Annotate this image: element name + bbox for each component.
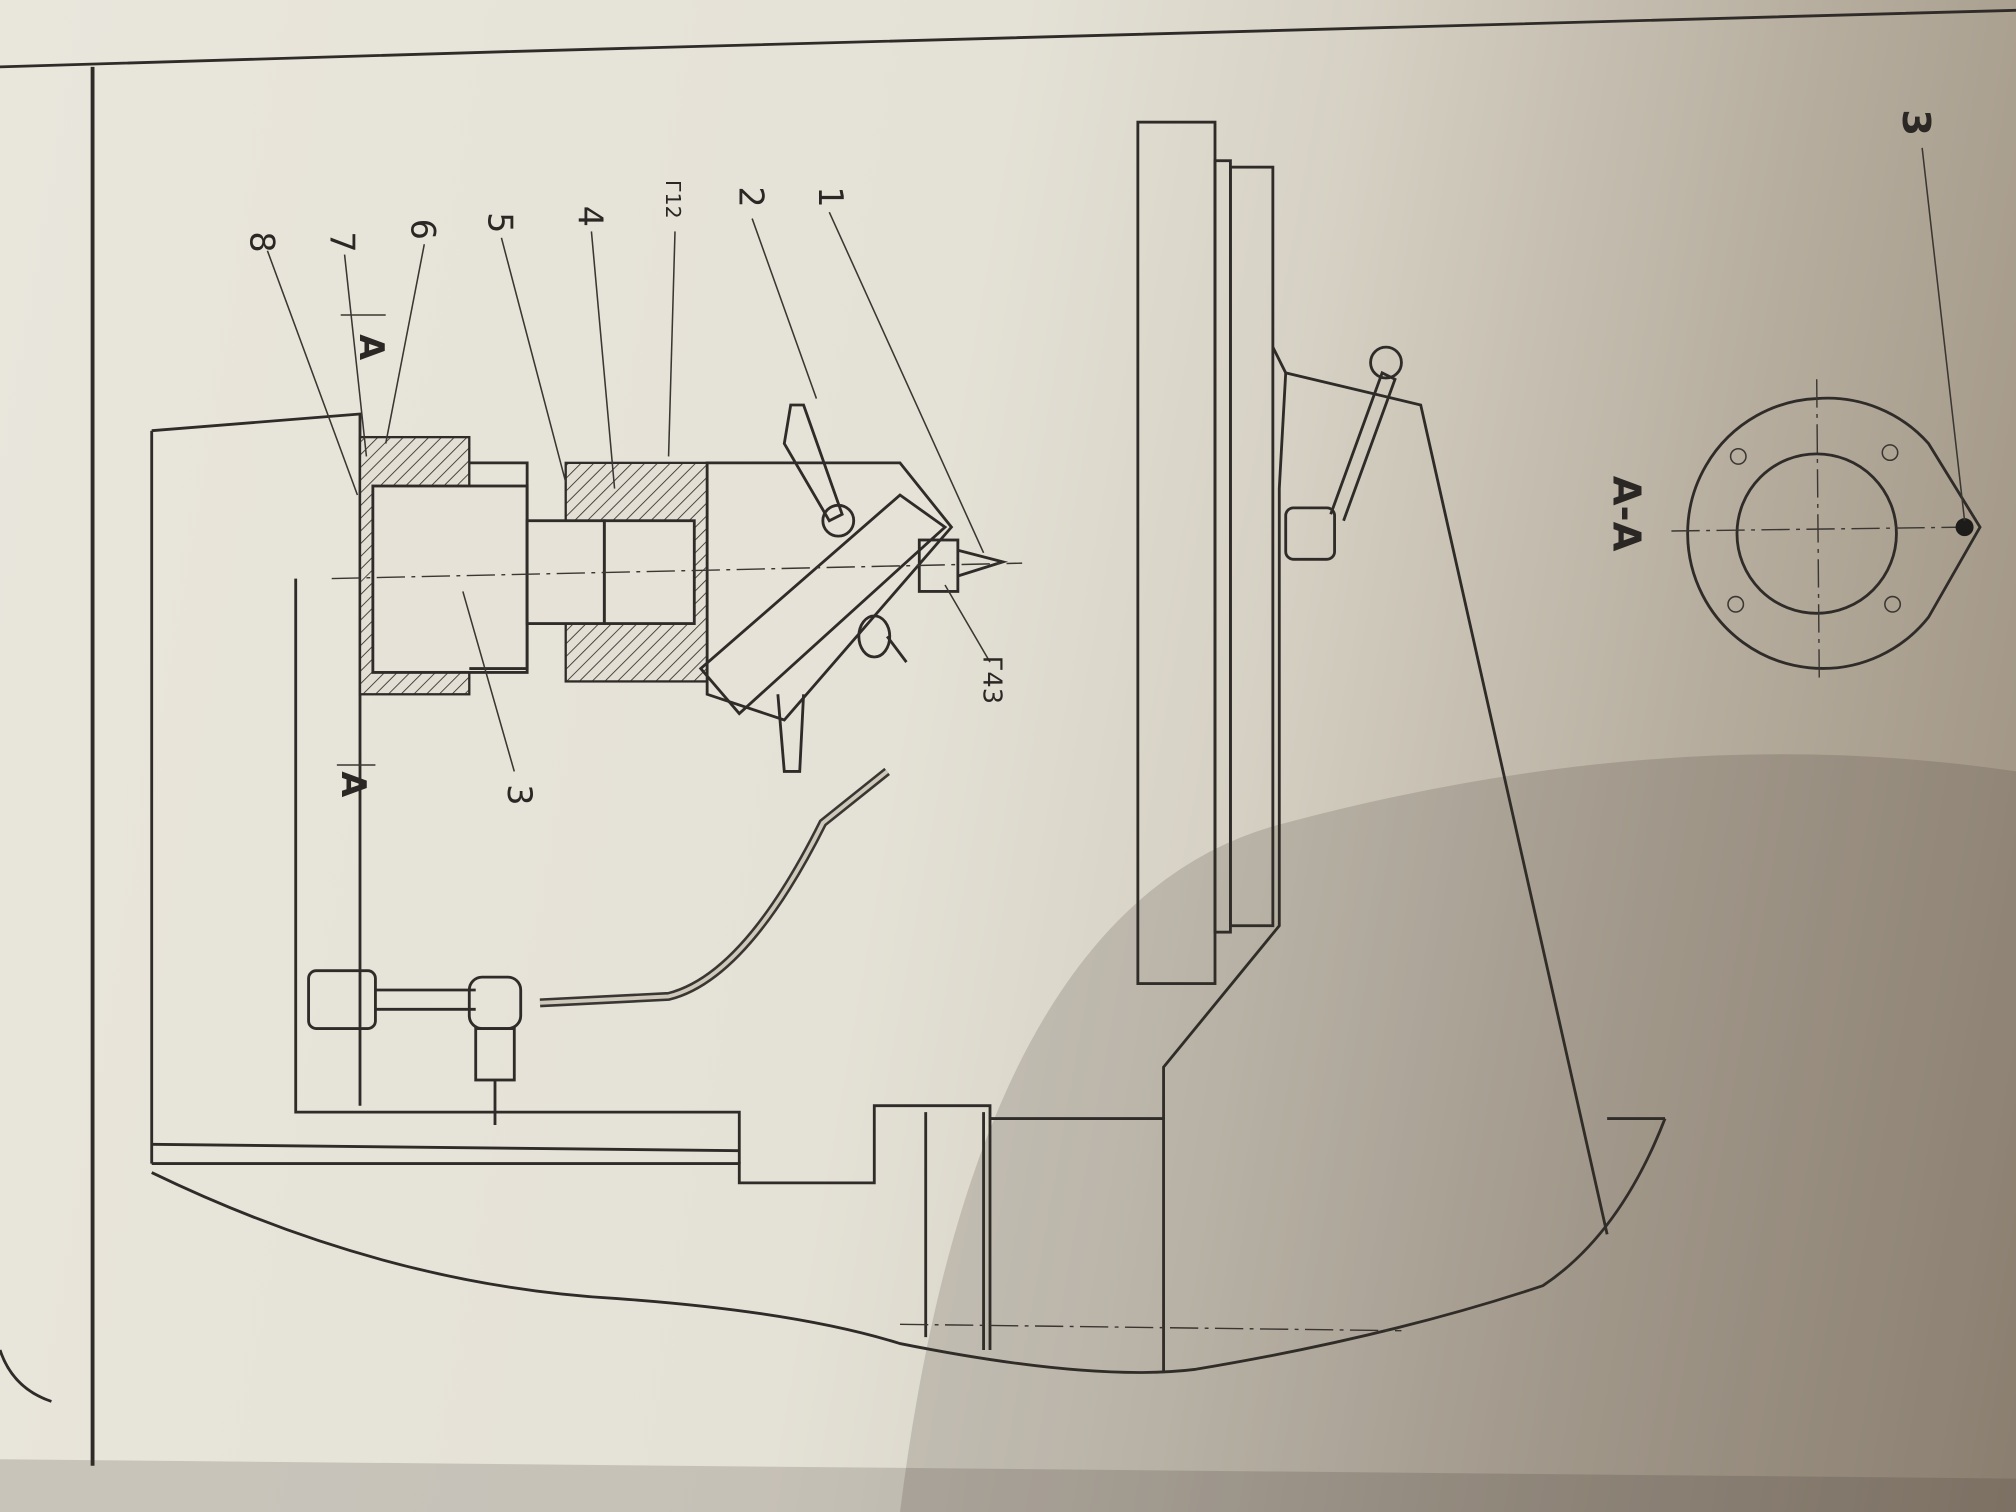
page-corner-curve	[0, 1349, 52, 1403]
callout-2: 2	[731, 186, 770, 207]
callout-labels: 8 7 6 5 4 Г12 2 1 Г43 3 A A A-A 3	[243, 109, 1938, 805]
section-callout-3: 3	[1893, 109, 1938, 136]
callout-4: 4	[571, 206, 610, 227]
leader-lines	[266, 147, 1966, 772]
section-mark-a-bottom: A	[334, 771, 373, 797]
machine-body	[150, 371, 1667, 1374]
table-handle	[1284, 345, 1403, 561]
callout-g12: Г12	[661, 180, 685, 219]
page-bottom-shadow	[0, 1459, 2016, 1512]
callout-5: 5	[481, 212, 520, 233]
spindle-head	[331, 403, 1023, 773]
worktable	[1136, 120, 1287, 985]
callout-1: 1	[811, 186, 850, 207]
photo-shadow	[900, 754, 2016, 1512]
callout-3: 3	[500, 784, 539, 805]
section-title-a-a: A-A	[1604, 476, 1649, 552]
section-mark-a-top: A	[352, 334, 391, 360]
callout-8: 8	[243, 231, 282, 252]
callout-6: 6	[403, 219, 442, 240]
coolant-hose	[307, 767, 890, 1125]
callout-7: 7	[322, 231, 361, 252]
callout-g43: Г43	[977, 656, 1007, 704]
page-top-edge	[0, 8, 2016, 69]
section-a-a-view	[1671, 379, 1982, 682]
